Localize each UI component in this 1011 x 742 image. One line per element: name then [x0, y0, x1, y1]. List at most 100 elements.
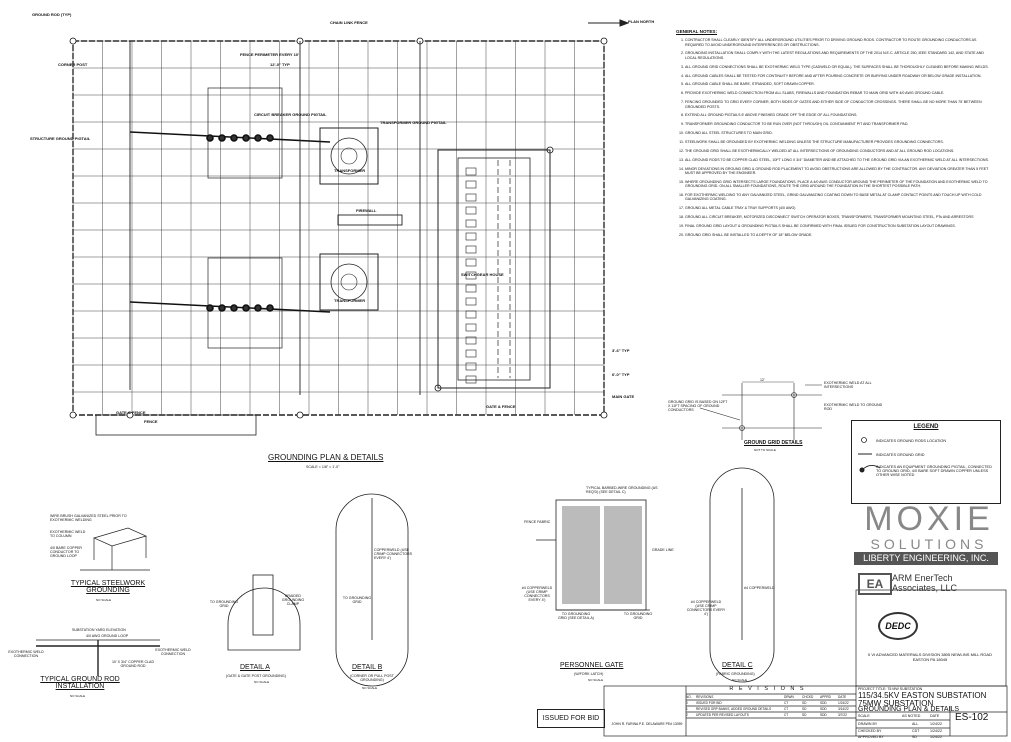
- revision-cell: DRWN: [784, 695, 794, 699]
- switchgear-cabinet: [465, 193, 477, 202]
- switchgear-cabinet: [465, 180, 477, 189]
- detail-b-note-1: COPPERWELD (USE CRIMP CONNECTORS EVERY 4…: [374, 548, 413, 560]
- general-note-20: GROUND GRID SHALL BE INSTALLED TO A DEPT…: [685, 233, 994, 237]
- bus-conductor: [129, 131, 331, 143]
- circuit-breaker-label: CIRCUIT BREAKER GROUND PIGTAIL: [254, 112, 327, 117]
- ground-rod-marker: [69, 37, 77, 45]
- breaker-symbol: [230, 134, 238, 142]
- switchgear-cabinet: [465, 323, 477, 332]
- switchgear-cabinet: [465, 362, 477, 371]
- detail-b-note-2: TO GROUNDING GRID: [342, 596, 372, 604]
- switchgear-cabinet: [465, 206, 477, 215]
- legend-title: LEGEND: [913, 424, 939, 430]
- steelwork-detail: [80, 527, 150, 571]
- gate-fence-label-2: GATE & FENCE: [486, 404, 516, 409]
- approved-by-label: APPROVED BY: [858, 735, 884, 739]
- general-note-11: STEELWORK SHALL BE GROUNDED BY EXOTHERMI…: [685, 140, 994, 144]
- breaker-symbol: [254, 304, 262, 312]
- rod-note-5: 10' X 3/4" COPPER CLAD GROUND ROD: [111, 660, 155, 668]
- scale-value: AS NOTED: [902, 714, 921, 718]
- bus-structure-2: [207, 257, 283, 349]
- switchgear-cabinet: [465, 349, 477, 358]
- breaker-symbol: [242, 304, 250, 312]
- switchgear-cabinet: [465, 219, 477, 228]
- transformer-2-pad: [319, 253, 379, 311]
- grid-detail-weld-rod: EXOTHERMIC WELD TO GROUND ROD: [824, 403, 883, 411]
- revisions-title: R E V I S I O N S: [729, 686, 806, 692]
- gate-note-4: #4 COPPERWELD (USE CRIMP CONNECTORS EVER…: [521, 586, 553, 602]
- detail-a-note-1: TO GROUNDING GRID: [209, 600, 239, 608]
- revision-cell: 1: [686, 707, 688, 711]
- gate-note-5: TO GROUNDING GRID (SEE DETAIL A): [558, 612, 594, 620]
- steelwork-note-2: EXOTHERMIC WELD TO COLUMN: [50, 530, 86, 538]
- ground-grid-detail: [699, 381, 822, 440]
- date-label: DATE: [930, 714, 940, 718]
- corner-post-label: CORNER POST: [58, 62, 88, 67]
- transformer-1: [330, 137, 368, 175]
- liberty-logo: LIBERTY ENGINEERING, INC.: [854, 552, 998, 565]
- switchgear-cabinet: [465, 297, 477, 306]
- spacing-top-label: 12'-0" TYP: [270, 62, 290, 67]
- grounding-plan: [69, 37, 608, 436]
- checked-by-label: CHECKED BY: [858, 729, 882, 733]
- switchgear-cabinets: [465, 167, 477, 384]
- detail-a-title: DETAIL A: [240, 664, 270, 671]
- grid-detail-weld-all: EXOTHERMIC WELD AT ALL INTERSECTIONS: [824, 381, 872, 389]
- revision-cell: SD: [802, 701, 807, 705]
- grid-detail-note: GROUND GRID IS BASED ON 12FT X 11FT SPAC…: [668, 400, 728, 412]
- detail-b-scale: NO SCALE: [362, 686, 378, 690]
- steelwork-title: TYPICAL STEELWORK GROUNDING: [70, 580, 146, 594]
- detail-c-note-2: #4 COPPERWELD (USE CRIMP CONNECTORS EVER…: [686, 600, 726, 616]
- plan-title: GROUNDING PLAN & DETAILS: [268, 453, 384, 462]
- general-note-16: FOR EXOTHERMIC WELDING TO ANY GALVANIZED…: [685, 193, 994, 202]
- general-note-6: PROVIDE EXOTHERMIC WELD CONNECTION FROM …: [685, 91, 994, 95]
- steelwork-scale: NO SCALE: [96, 598, 112, 602]
- bus-equipment: [129, 131, 331, 313]
- general-note-2: GROUNDING INSTALLATION SHALL COMPLY WITH…: [685, 51, 994, 60]
- ground-rod-marker: [600, 37, 608, 45]
- north-label: PLAN NORTH: [628, 19, 655, 24]
- transformer-1-label: TRANSFORMER: [334, 168, 366, 173]
- detail-a-note-2: BRAIDED GROUNDING CLAMP: [281, 594, 305, 606]
- approved-by: SD: [912, 735, 917, 739]
- rod-title: TYPICAL GROUND ROD INSTALLATION: [40, 676, 120, 690]
- detail-c-sub: (FABRIC GROUNDING): [716, 672, 755, 676]
- gate-scale: NO SCALE: [588, 678, 604, 682]
- drawn-by: ALL: [912, 722, 919, 726]
- plan-scale: SCALE = 1/8" = 1'-0": [306, 465, 340, 469]
- breaker-symbol: [230, 304, 238, 312]
- gate-note-2: FENCE FABRIC: [524, 520, 551, 524]
- general-note-1: CONTRACTOR SHALL CLEARLY IDENTIFY ALL UN…: [685, 38, 994, 47]
- revision-cell: SDD: [820, 701, 827, 705]
- revision-cell: SD: [802, 707, 807, 711]
- grid-detail-scale: NOT TO SCALE: [754, 448, 776, 452]
- legend-symbols: [858, 437, 881, 473]
- breaker-symbol: [254, 134, 262, 142]
- general-note-19: FINAL GROUND GRID LAYOUT & GROUNDING PIG…: [685, 224, 994, 228]
- breaker-symbol: [266, 134, 274, 142]
- detail-c-title: DETAIL C: [722, 662, 753, 669]
- revision-cell: 2: [686, 713, 688, 717]
- approved-date: 1/24/22: [930, 735, 942, 739]
- switchgear-cabinet: [465, 271, 477, 280]
- revision-cell: 1/24/22: [838, 701, 849, 705]
- breaker-symbol: [266, 304, 274, 312]
- gate-note-3: GRADE LINE: [652, 548, 674, 552]
- switchgear-cabinet: [465, 336, 477, 345]
- rod-note-3: EXOTHERMIC WELD CONNECTION: [8, 650, 44, 658]
- general-notes: GENERAL NOTES: CONTRACTOR SHALL CLEARLY …: [676, 29, 994, 242]
- switchgear-cabinet: [465, 245, 477, 254]
- gate-fence-label: GATE & FENCE: [116, 410, 146, 415]
- general-note-14: MINOR DEVIATIONS IN GROUND GRID & GROUND…: [685, 167, 994, 176]
- revision-cell: APPRD: [820, 695, 831, 699]
- general-notes-header: GENERAL NOTES:: [676, 29, 718, 34]
- switchgear-cabinet: [465, 310, 477, 319]
- general-notes-list: CONTRACTOR SHALL CLEARLY IDENTIFY ALL UN…: [676, 38, 994, 237]
- revision-cell: NO.: [686, 695, 692, 699]
- ground-rod-marker: [126, 411, 134, 419]
- switchgear-cabinet: [465, 232, 477, 241]
- detail-b-title: DETAIL B: [352, 664, 383, 671]
